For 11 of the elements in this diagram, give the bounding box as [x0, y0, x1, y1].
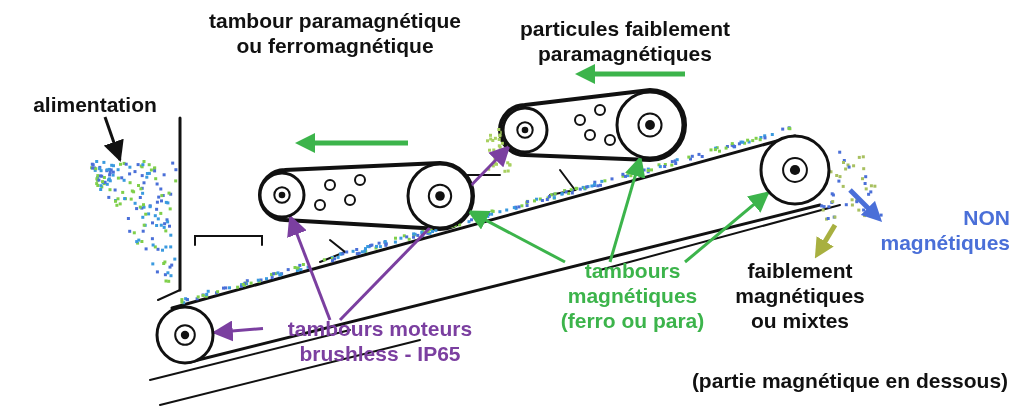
- leader-line: [103, 116, 124, 162]
- part-label: NON magnétiques: [879, 205, 1010, 255]
- callout-label: alimentation: [32, 92, 158, 117]
- part-label: faiblement magnétiques ou mixtes: [734, 258, 866, 333]
- part-label: particules faiblement paramagnétiques: [518, 16, 732, 66]
- leader-line: [467, 210, 566, 264]
- callout-label: tambours magnétiques (ferro ou para): [559, 258, 706, 333]
- leader-line: [684, 191, 770, 264]
- leader-line: [287, 214, 332, 321]
- note-text: (partie magnétique en dessous): [690, 368, 1010, 393]
- part-label: tambour paramagnétique ou ferromagnétique: [207, 8, 462, 58]
